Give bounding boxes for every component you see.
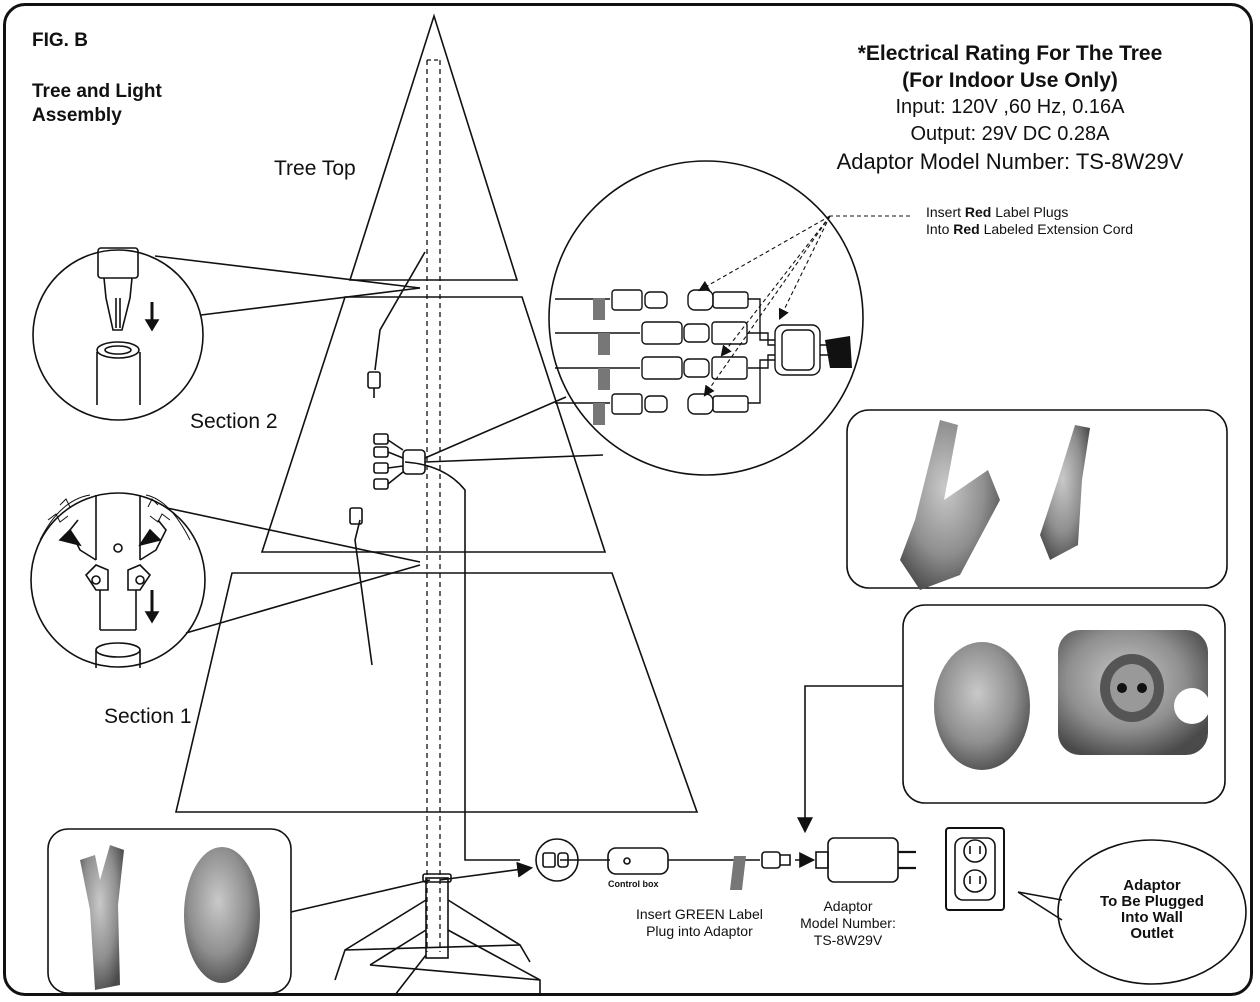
tree-top-label: Tree Top: [274, 157, 356, 180]
red-label-note: Insert Red Label Plugs Into Red Labeled …: [926, 204, 1133, 238]
diagram-title: Tree and Light Assembly: [32, 80, 162, 128]
adaptor-note-line: Model Number:: [800, 915, 896, 931]
photo-plug-grey-3: [80, 845, 260, 990]
title-line-2: Assembly: [32, 105, 122, 126]
green-note-line: Plug into Adaptor: [646, 923, 753, 939]
control-box-shape: [607, 847, 669, 875]
rating-output: Output: 29V DC 0.28A: [910, 123, 1110, 145]
callout-line: Outlet: [1130, 925, 1174, 942]
photo-plug-grey-1: [900, 420, 1000, 590]
control-box-label: Control box: [608, 879, 659, 889]
green-label-note: Insert GREEN Label Plug into Adaptor: [636, 906, 763, 940]
rating-heading: *Electrical Rating For The Tree: [857, 42, 1163, 65]
title-line-1: Tree and Light: [32, 81, 162, 102]
red-note-text: Into: [926, 221, 954, 237]
zoom-circle-connector-hub: [548, 160, 864, 476]
tree-top-shape: [348, 13, 519, 281]
wall-outlet-shape: [945, 827, 1005, 911]
red-note-text: Insert: [926, 204, 965, 220]
rating-subheading: (For Indoor Use Only): [902, 69, 1118, 92]
photo-box-bottom-left: [47, 828, 292, 994]
green-note-line: Insert GREEN Label: [636, 906, 763, 922]
rating-input: Input: 120V ,60 Hz, 0.16A: [895, 96, 1125, 118]
photo-box-top-right: [846, 409, 1228, 589]
wall-callout-text: Adaptor To Be Plugged Into Wall Outlet: [1088, 878, 1216, 942]
rating-adaptor: Adaptor Model Number: TS-8W29V: [830, 148, 1190, 175]
photo-plug-grey-2: [1040, 425, 1090, 560]
section1-shape: [174, 572, 699, 813]
section2-label: Section 2: [190, 410, 278, 433]
adaptor-note-line: TS-8W29V: [813, 932, 883, 948]
electrical-rating: *Electrical Rating For The Tree (For Ind…: [830, 40, 1190, 175]
red-note-red-word: Red: [964, 204, 992, 220]
red-note-text: Labeled Extension Cord: [979, 221, 1134, 237]
wall-callout-bubble: [1057, 839, 1247, 985]
diagram-frame: [3, 3, 1253, 996]
zoom-circle-section-joint: [30, 492, 206, 668]
section2-shape: [260, 296, 607, 553]
rating-adaptor-prefix: Adaptor Model Number:: [836, 149, 1076, 174]
photo-outlet-round: [934, 642, 1030, 770]
rating-adaptor-model: TS-8W29V: [1075, 149, 1184, 174]
section1-label: Section 1: [104, 705, 192, 728]
red-note-text: Label Plugs: [991, 204, 1069, 220]
red-note-red-word: Red: [953, 221, 980, 237]
adaptor-note: Adaptor Model Number: TS-8W29V: [798, 898, 898, 949]
photo-box-outlet-plugs: [902, 604, 1226, 804]
zoom-circle-green-plug: [535, 838, 579, 882]
callout-line: To Be Plugged: [1100, 893, 1204, 910]
zoom-circle-top-joint: [32, 249, 204, 421]
callout-line: Adaptor: [1123, 877, 1181, 894]
callout-line: Into Wall: [1121, 909, 1183, 926]
figure-label: FIG. B: [32, 30, 88, 51]
adaptor-note-line: Adaptor: [823, 898, 873, 914]
